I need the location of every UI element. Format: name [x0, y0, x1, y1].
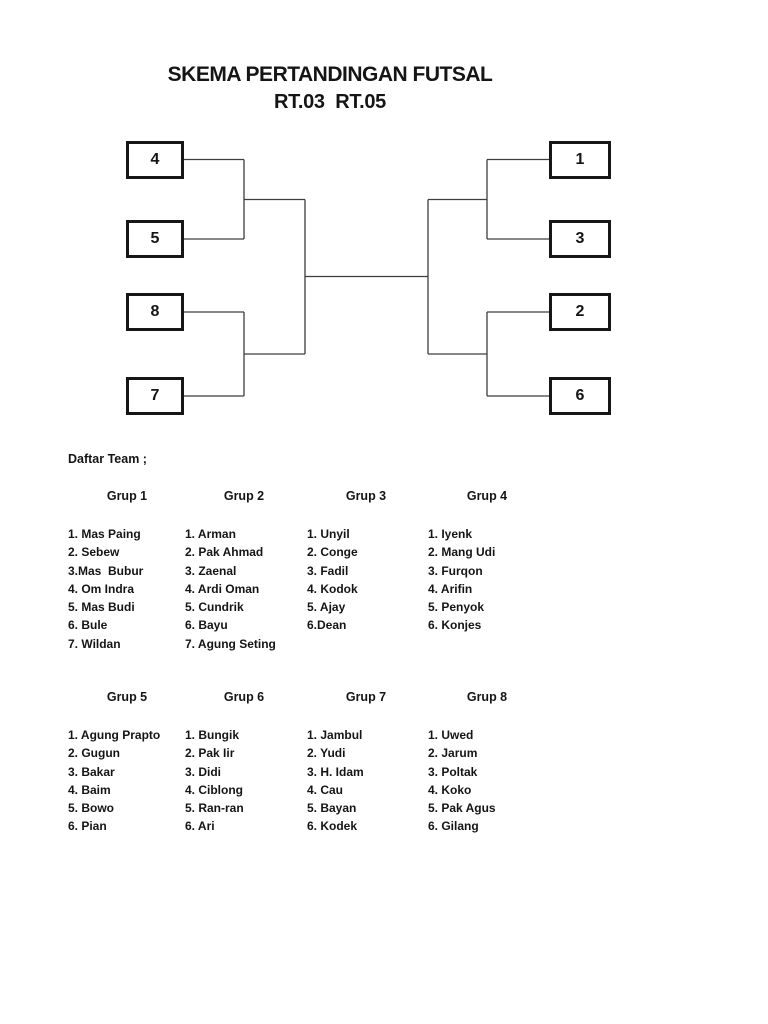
- team-list-item: 3. Poltak: [428, 764, 478, 779]
- team-list-item: 2. Pak Ahmad: [185, 545, 264, 560]
- team-list-item: 2. Mang Udi: [428, 545, 496, 560]
- group-grup-7: Grup 7 1. Jambul 2. Yudi 3. H. Idam 4. C…: [307, 690, 425, 836]
- team-list-item: 6. Ari: [185, 819, 215, 834]
- team-list-item: 2. Conge: [307, 545, 358, 560]
- team-list-item: 2. Sebew: [68, 545, 120, 560]
- page-subtitle: RT.03 RT.05: [273, 91, 386, 113]
- team-list-item: 1. Iyenk: [428, 527, 473, 541]
- group-name: Grup 2: [223, 489, 265, 503]
- group-name: Grup 5: [106, 690, 148, 704]
- group-name: Grup 8: [466, 690, 508, 704]
- seed-number: 4: [150, 151, 160, 168]
- seed-box-left-3: 8: [126, 293, 184, 331]
- seed-number: 8: [150, 303, 160, 320]
- seed-number: 1: [575, 151, 585, 168]
- team-list-item: 4. Kodok: [307, 581, 358, 596]
- seed-number: 5: [150, 230, 160, 247]
- team-list-item: 6. Gilang: [428, 819, 479, 834]
- team-list-item: 5. Mas Budi: [68, 600, 135, 615]
- team-list-item: 4. Baim: [68, 782, 111, 797]
- team-list-item: 2. Pak Iir: [185, 746, 235, 761]
- seed-number: 3: [575, 230, 585, 247]
- team-list-item: 1. Bungik: [185, 728, 240, 742]
- seed-number: 6: [575, 387, 585, 404]
- title-block: SKEMA PERTANDINGAN FUTSAL RT.03 RT.05: [0, 62, 660, 114]
- seed-box-left-4: 7: [126, 377, 184, 415]
- team-list-item: 4. Ciblong: [185, 782, 243, 797]
- group-grup-5: Grup 5 1. Agung Prapto 2. Gugun 3. Bakar…: [68, 690, 186, 836]
- team-list-item: 5. Ajay: [307, 600, 346, 615]
- team-list-item: 5. Cundrik: [185, 600, 244, 615]
- seed-box-right-3: 2: [549, 293, 611, 331]
- group-name: Grup 6: [223, 690, 265, 704]
- team-list-item: 1. Uwed: [428, 728, 474, 742]
- team-list-item: 5. Bayan: [307, 801, 357, 816]
- team-list-item: 1. Agung Prapto: [68, 728, 161, 742]
- team-list-item: 4. Cau: [307, 782, 344, 797]
- team-list-item: 2. Gugun: [68, 746, 120, 761]
- seed-number: 2: [575, 303, 585, 320]
- team-list-item: 5. Pak Agus: [428, 801, 496, 816]
- page-title: SKEMA PERTANDINGAN FUTSAL: [167, 63, 493, 86]
- group-name: Grup 1: [106, 489, 148, 503]
- team-list-item: 6. Pian: [68, 819, 107, 834]
- team-list-item: 3. Zaenal: [185, 563, 237, 578]
- seed-box-right-2: 3: [549, 220, 611, 258]
- team-list-item: 5. Penyok: [428, 600, 485, 615]
- team-list-item: 2. Yudi: [307, 746, 346, 761]
- group-name: Grup 3: [345, 489, 387, 503]
- team-list-item: 6. Konjes: [428, 618, 482, 633]
- seed-box-right-1: 1: [549, 141, 611, 179]
- team-list-item: 6. Bayu: [185, 618, 228, 633]
- team-list-item: 4. Ardi Oman: [185, 581, 260, 596]
- team-list-item: 3. H. Idam: [307, 764, 364, 779]
- team-list-item: 5. Bowo: [68, 801, 115, 816]
- group-grup-1: Grup 1 1. Mas Paing 2. Sebew 3.Mas Bubur…: [68, 489, 186, 653]
- team-list-item: 5. Ran-ran: [185, 801, 244, 816]
- team-list-item: 1. Jambul: [307, 728, 363, 742]
- group-grup-8: Grup 8 1. Uwed 2. Jarum 3. Poltak 4. Kok…: [428, 690, 546, 836]
- team-list-item: 3.Mas Bubur: [68, 563, 144, 578]
- group-name: Grup 7: [345, 690, 387, 704]
- team-list-item: 2. Jarum: [428, 746, 478, 761]
- team-list-item: 4. Koko: [428, 782, 472, 797]
- team-list-item: 1. Mas Paing: [68, 527, 141, 541]
- seed-box-left-1: 4: [126, 141, 184, 179]
- team-list-item: 7. Agung Seting: [185, 636, 276, 651]
- group-grup-4: Grup 4 1. Iyenk 2. Mang Udi 3. Furqon 4.…: [428, 489, 546, 635]
- team-list-item: 6. Bule: [68, 618, 108, 633]
- team-list-item: 3. Furqon: [428, 563, 483, 578]
- team-list-item: 1. Unyil: [307, 527, 350, 541]
- teams-heading: Daftar Team ;: [68, 452, 147, 466]
- seed-box-right-4: 6: [549, 377, 611, 415]
- team-list-item: 4. Arifin: [428, 581, 473, 596]
- group-grup-3: Grup 3 1. Unyil 2. Conge 3. Fadil 4. Kod…: [307, 489, 425, 635]
- team-list-item: 6.Dean: [307, 618, 347, 633]
- seed-number: 7: [150, 387, 160, 404]
- team-list-item: 3. Didi: [185, 764, 222, 779]
- team-list-item: 3. Fadil: [307, 563, 349, 578]
- team-list-item: 7. Wildan: [68, 636, 121, 651]
- group-grup-6: Grup 6 1. Bungik 2. Pak Iir 3. Didi 4. C…: [185, 690, 303, 836]
- seed-box-left-2: 5: [126, 220, 184, 258]
- team-list-item: 6. Kodek: [307, 819, 358, 834]
- team-list-item: 3. Bakar: [68, 764, 115, 779]
- team-list-item: 4. Om Indra: [68, 581, 135, 596]
- group-grup-2: Grup 2 1. Arman 2. Pak Ahmad 3. Zaenal 4…: [185, 489, 303, 653]
- group-name: Grup 4: [466, 489, 508, 503]
- team-list-item: 1. Arman: [185, 527, 236, 541]
